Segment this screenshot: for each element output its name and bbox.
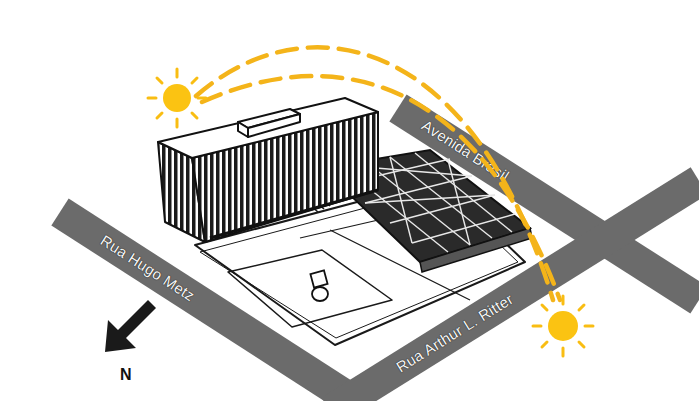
sun-symbol [533,296,593,356]
street-name: Rua Hugo Metz [93,226,368,401]
sun-symbol [148,69,206,127]
office-tower [158,98,378,242]
street-band: Rua Hugo Metz [51,199,368,401]
sun-path [196,47,560,300]
north-arrow [105,300,156,352]
sculpture [310,270,328,301]
truss-canopy [322,150,532,272]
north-label: N [120,366,132,384]
plaza [195,180,525,345]
street-band: Rua Arthur L. Ritter [322,167,699,401]
stairs [292,178,342,212]
